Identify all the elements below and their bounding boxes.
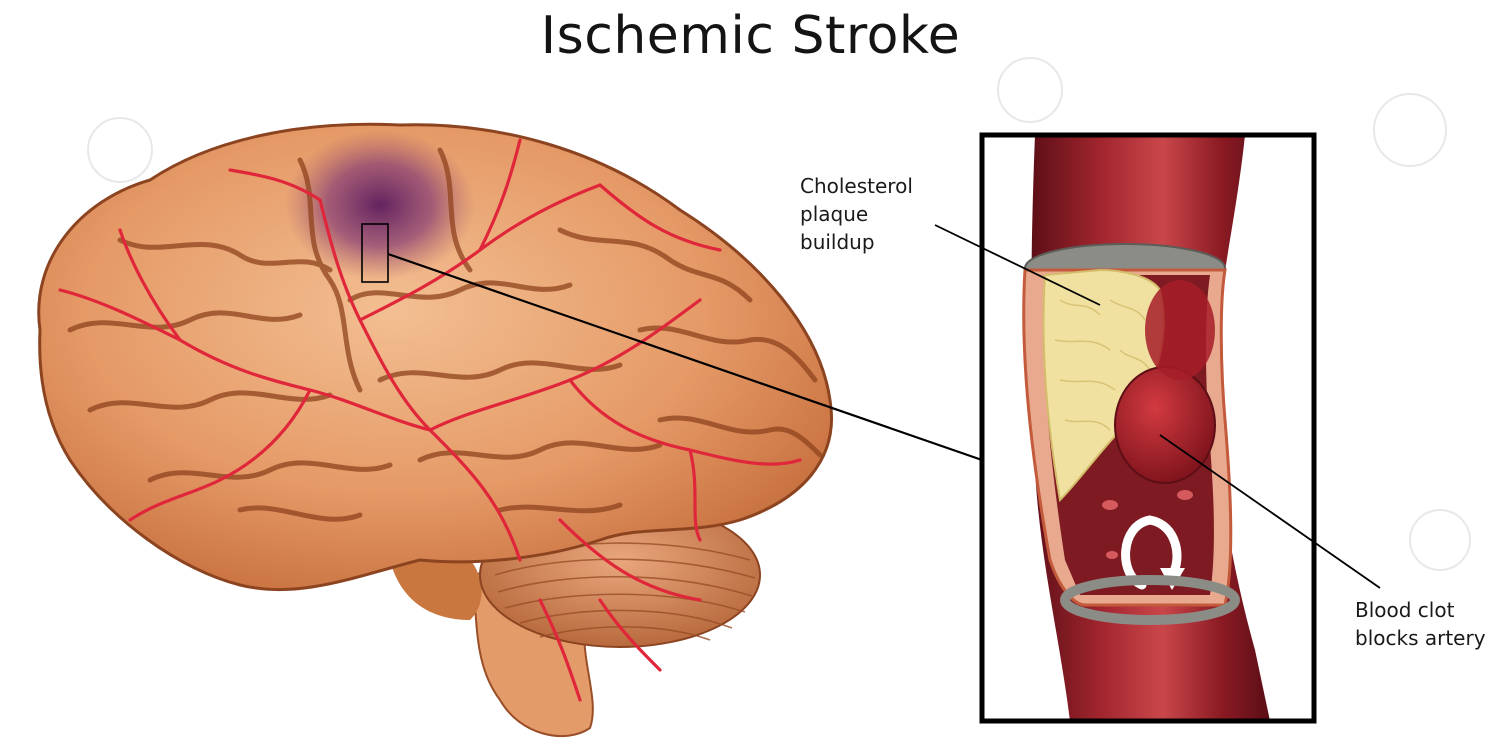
label-clot-line-1: Blood clot — [1355, 596, 1501, 624]
label-plaque-line-2: plaque — [800, 200, 913, 228]
label-clot-line-2: blocks artery — [1355, 624, 1501, 652]
clot-upper — [1145, 280, 1215, 380]
red-cell-2 — [1177, 490, 1193, 500]
watermark-mark-1 — [88, 118, 152, 182]
watermark-mark-3 — [1374, 94, 1446, 166]
watermark-mark-4 — [1410, 510, 1470, 570]
label-cholesterol-plaque: Cholesterol plaque buildup — [800, 172, 913, 256]
label-plaque-line-1: Cholesterol — [800, 172, 913, 200]
watermark-mark-2 — [998, 58, 1062, 122]
red-cell-1 — [1102, 500, 1118, 510]
artery-detail — [982, 135, 1314, 721]
label-blood-clot: Blood clot blocks artery — [1355, 596, 1501, 652]
red-cell-3 — [1106, 551, 1118, 559]
temporal-underside — [390, 560, 482, 620]
brain — [39, 124, 832, 736]
ischemic-area — [285, 130, 475, 280]
label-plaque-line-3: buildup — [800, 228, 913, 256]
blood-clot — [1115, 367, 1215, 483]
